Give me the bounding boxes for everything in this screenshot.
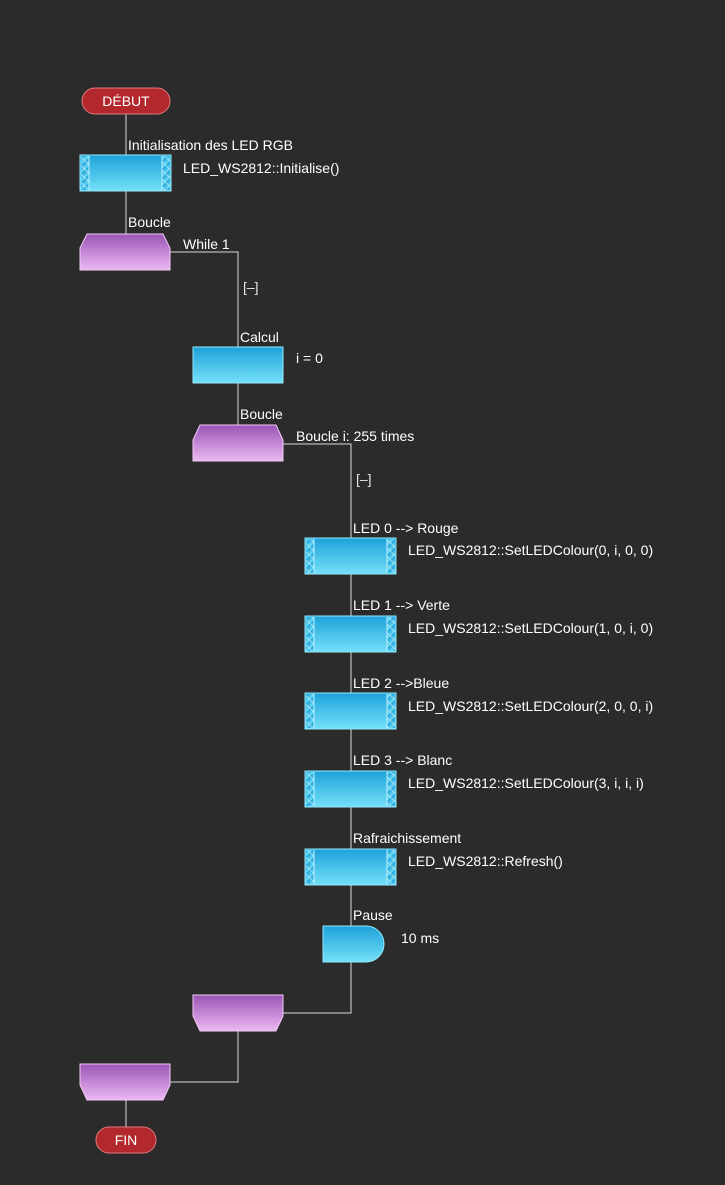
refresh-title: Rafraichissement (353, 830, 461, 846)
pause-delay-block[interactable] (322, 925, 385, 963)
led1-code: LED_WS2812::SetLEDColour(1, 0, i, 0) (408, 620, 653, 636)
led0-code: LED_WS2812::SetLEDColour(0, i, 0, 0) (408, 542, 653, 558)
start-terminal[interactable]: DÉBUT (81, 87, 171, 115)
for-loop-end[interactable] (192, 994, 284, 1032)
while-loop-condition: While 1 (183, 236, 230, 252)
led3-code: LED_WS2812::SetLEDColour(3, i, i, i) (408, 775, 644, 791)
calc-title: Calcul (240, 329, 279, 345)
end-terminal[interactable]: FIN (95, 1126, 157, 1154)
while-loop-title: Boucle (128, 214, 171, 230)
refresh-code: LED_WS2812::Refresh() (408, 853, 563, 869)
led1-title: LED 1 --> Verte (353, 597, 450, 613)
pause-title: Pause (353, 907, 393, 923)
for-loop-condition: Boucle i: 255 times (296, 428, 414, 444)
led2-title: LED 2 -->Bleue (353, 675, 449, 691)
start-label: DÉBUT (102, 93, 150, 109)
for-collapse-toggle[interactable]: [–] (356, 471, 372, 487)
refresh-macro-block[interactable] (304, 848, 397, 886)
connector-wires (125, 114, 352, 1127)
led0-title: LED 0 --> Rouge (353, 520, 459, 536)
while-collapse-toggle[interactable]: [–] (243, 279, 259, 295)
end-label: FIN (115, 1132, 138, 1148)
while-loop-start[interactable] (79, 233, 171, 271)
while-loop-end[interactable] (79, 1063, 171, 1101)
led0-macro-block[interactable] (304, 537, 397, 575)
init-code: LED_WS2812::Initialise() (183, 160, 339, 176)
led3-title: LED 3 --> Blanc (353, 752, 452, 768)
calc-block[interactable] (192, 346, 284, 384)
calc-code: i = 0 (296, 350, 323, 366)
led2-code: LED_WS2812::SetLEDColour(2, 0, 0, i) (408, 698, 653, 714)
led1-macro-block[interactable] (304, 615, 397, 653)
led2-macro-block[interactable] (304, 692, 397, 730)
init-macro-block[interactable] (79, 154, 172, 192)
init-title: Initialisation des LED RGB (128, 137, 293, 153)
for-loop-start[interactable] (192, 424, 284, 462)
led3-macro-block[interactable] (304, 770, 397, 808)
for-loop-title: Boucle (240, 406, 283, 422)
pause-code: 10 ms (401, 930, 439, 946)
